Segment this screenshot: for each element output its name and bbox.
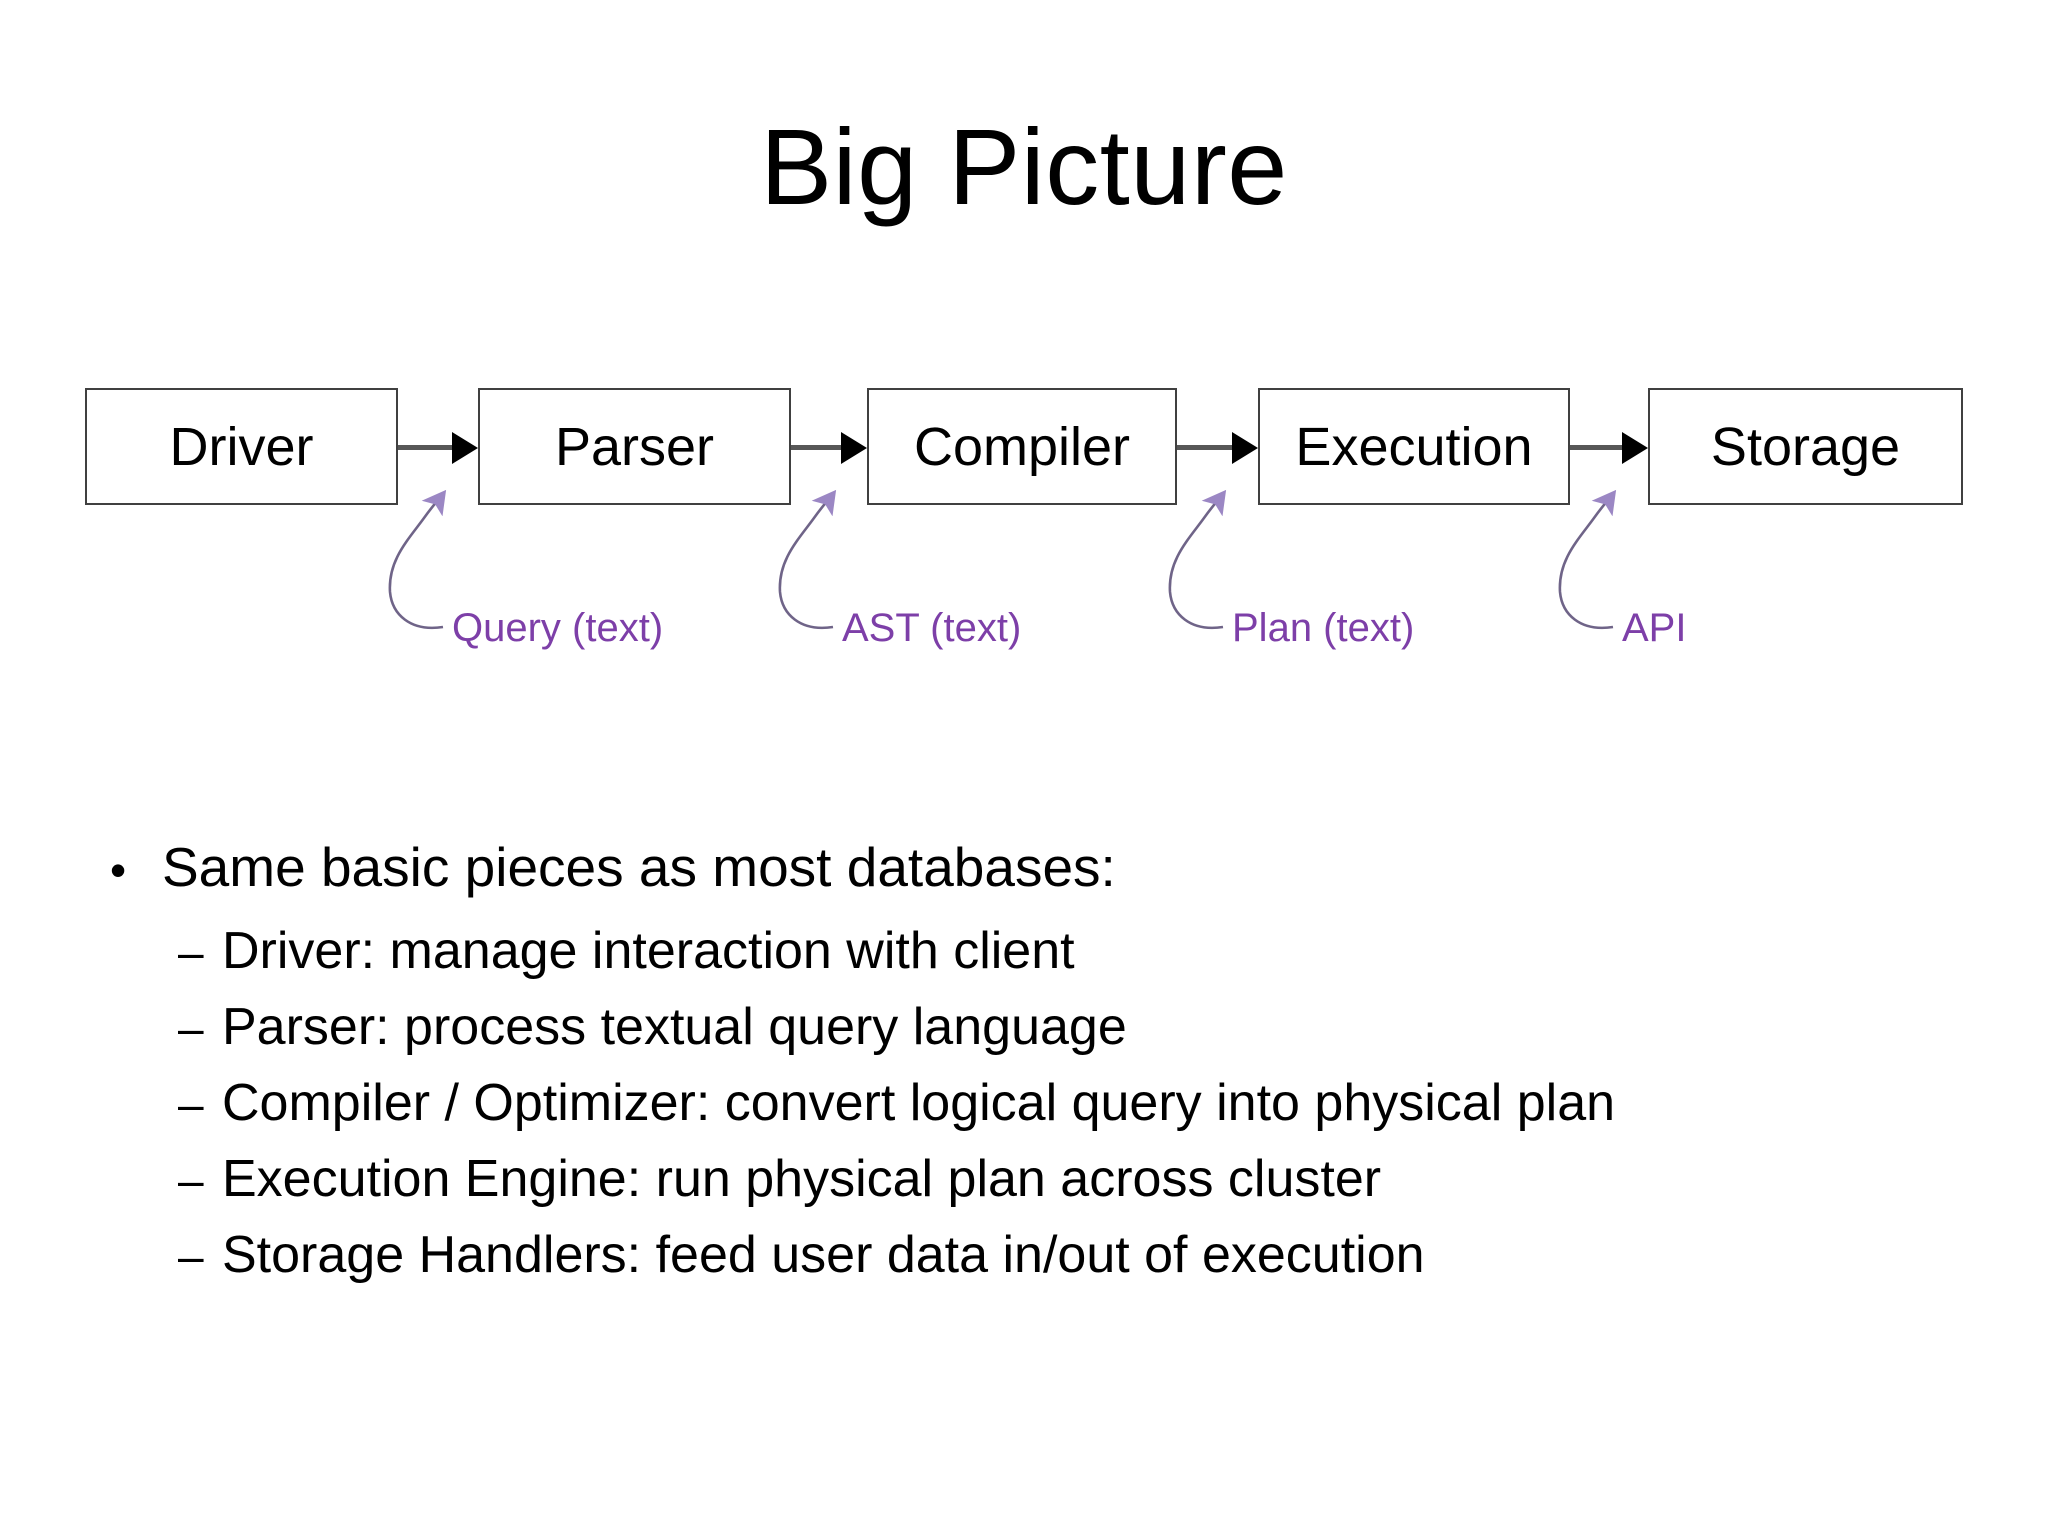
bullet-item-execution: – Execution Engine: run physical plan ac…: [178, 1153, 2010, 1205]
connector-arrow-execution-storage: [1570, 432, 1648, 464]
arrowhead-icon: [841, 432, 867, 464]
page-title: Big Picture: [760, 106, 1288, 227]
pipeline-box-storage[interactable]: Storage: [1648, 388, 1963, 505]
callout-curve-query: [388, 489, 447, 630]
bullet-text: Execution Engine: run physical plan acro…: [222, 1150, 1382, 1208]
bullet-text: Parser: process textual query language: [222, 998, 1127, 1056]
callout-curves: [388, 489, 1617, 630]
callout-label-plan: Plan (text): [1232, 606, 1415, 650]
pipeline-box-execution[interactable]: Execution: [1258, 388, 1570, 505]
pipeline-box-label: Parser: [554, 416, 715, 477]
bullet-text: Same basic pieces as most databases:: [162, 836, 1116, 898]
connector-line: [398, 445, 452, 450]
pipeline-box-parser[interactable]: Parser: [478, 388, 791, 505]
callout-label-ast: AST (text): [842, 606, 1022, 650]
callout-curve-ast: [778, 489, 837, 630]
bullet-item-compiler: – Compiler / Optimizer: convert logical …: [178, 1077, 2010, 1129]
arrowhead-icon: [452, 432, 478, 464]
arrowhead-icon: [1232, 432, 1258, 464]
pipeline-box-label: Storage: [1710, 416, 1901, 477]
bullet-marker: –: [178, 1154, 204, 1206]
bullet-marker: –: [178, 1230, 204, 1282]
bullet-text: Driver: manage interaction with client: [222, 922, 1075, 980]
connector-arrow-driver-parser: [398, 432, 478, 464]
bullet-item-level1: • Same basic pieces as most databases:: [110, 840, 2010, 895]
pipeline-box-label: Execution: [1295, 416, 1533, 477]
connector-arrow-compiler-execution: [1177, 432, 1258, 464]
bullet-marker: –: [178, 1002, 204, 1054]
bullet-text: Compiler / Optimizer: convert logical qu…: [222, 1074, 1616, 1132]
bullet-item-driver: – Driver: manage interaction with client: [178, 925, 2010, 977]
pipeline-box-compiler[interactable]: Compiler: [867, 388, 1177, 505]
arrowhead-icon: [1622, 432, 1648, 464]
bullet-marker: –: [178, 1078, 204, 1130]
bullet-item-storage: – Storage Handlers: feed user data in/ou…: [178, 1229, 2010, 1281]
callout-curve-api: [1558, 489, 1617, 630]
bullet-marker: •: [110, 844, 127, 896]
callout-label-api: API: [1622, 606, 1687, 650]
connector-line: [1570, 445, 1622, 450]
bullet-marker: –: [178, 926, 204, 978]
connector-line: [791, 445, 841, 450]
callout-curve-plan: [1168, 489, 1227, 630]
bullet-list: • Same basic pieces as most databases: –…: [110, 840, 2010, 1305]
pipeline-box-driver[interactable]: Driver: [85, 388, 398, 505]
callout-label-query: Query (text): [452, 606, 664, 650]
pipeline-diagram: Driver Parser Compiler Execution Storage: [0, 0, 2048, 700]
connector-line: [1177, 445, 1232, 450]
pipeline-box-label: Compiler: [913, 416, 1131, 477]
bullet-text: Storage Handlers: feed user data in/out …: [222, 1226, 1425, 1284]
bullet-item-parser: – Parser: process textual query language: [178, 1001, 2010, 1053]
pipeline-box-label: Driver: [169, 416, 314, 477]
connector-arrow-parser-compiler: [791, 432, 867, 464]
